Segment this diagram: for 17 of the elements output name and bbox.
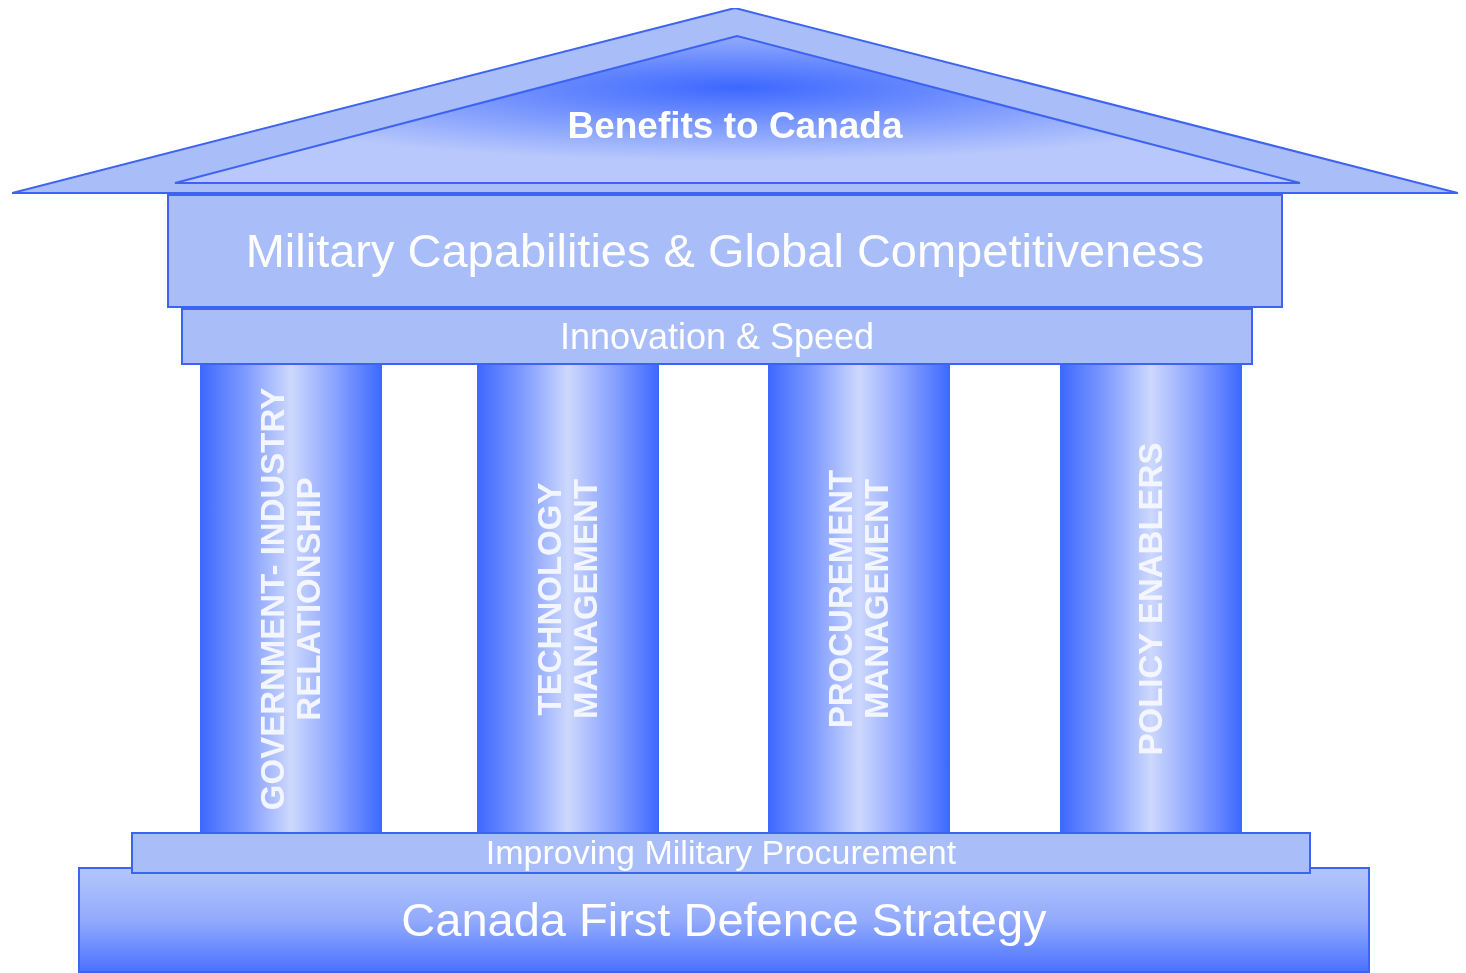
band-label: Canada First Defence Strategy: [401, 894, 1047, 946]
pillar: [768, 365, 950, 832]
beam-band: [181, 308, 1253, 365]
pillar: [1060, 365, 1242, 832]
pillar-label: TECHNOLOGY MANAGEMENT: [531, 477, 605, 721]
pillar-label: POLICY ENABLERS: [1132, 441, 1170, 757]
pillar-label: GOVERNMENT- INDUSTRY RELATIONSHIP: [254, 386, 328, 812]
roof-pediment: [12, 8, 1458, 194]
beam-band: [167, 194, 1283, 308]
pillar: [200, 365, 382, 832]
roof-title: Benefits to Canada: [567, 105, 903, 147]
band-label: Innovation & Speed: [559, 316, 875, 357]
band-label: Military Capabilities & Global Competitiveness: [245, 225, 1205, 277]
band-label: Improving Military Procurement: [485, 834, 957, 872]
beam-band: [131, 832, 1311, 874]
pillar: [477, 365, 659, 832]
pillar-label: PROCUREMENT MANAGEMENT: [822, 468, 896, 730]
